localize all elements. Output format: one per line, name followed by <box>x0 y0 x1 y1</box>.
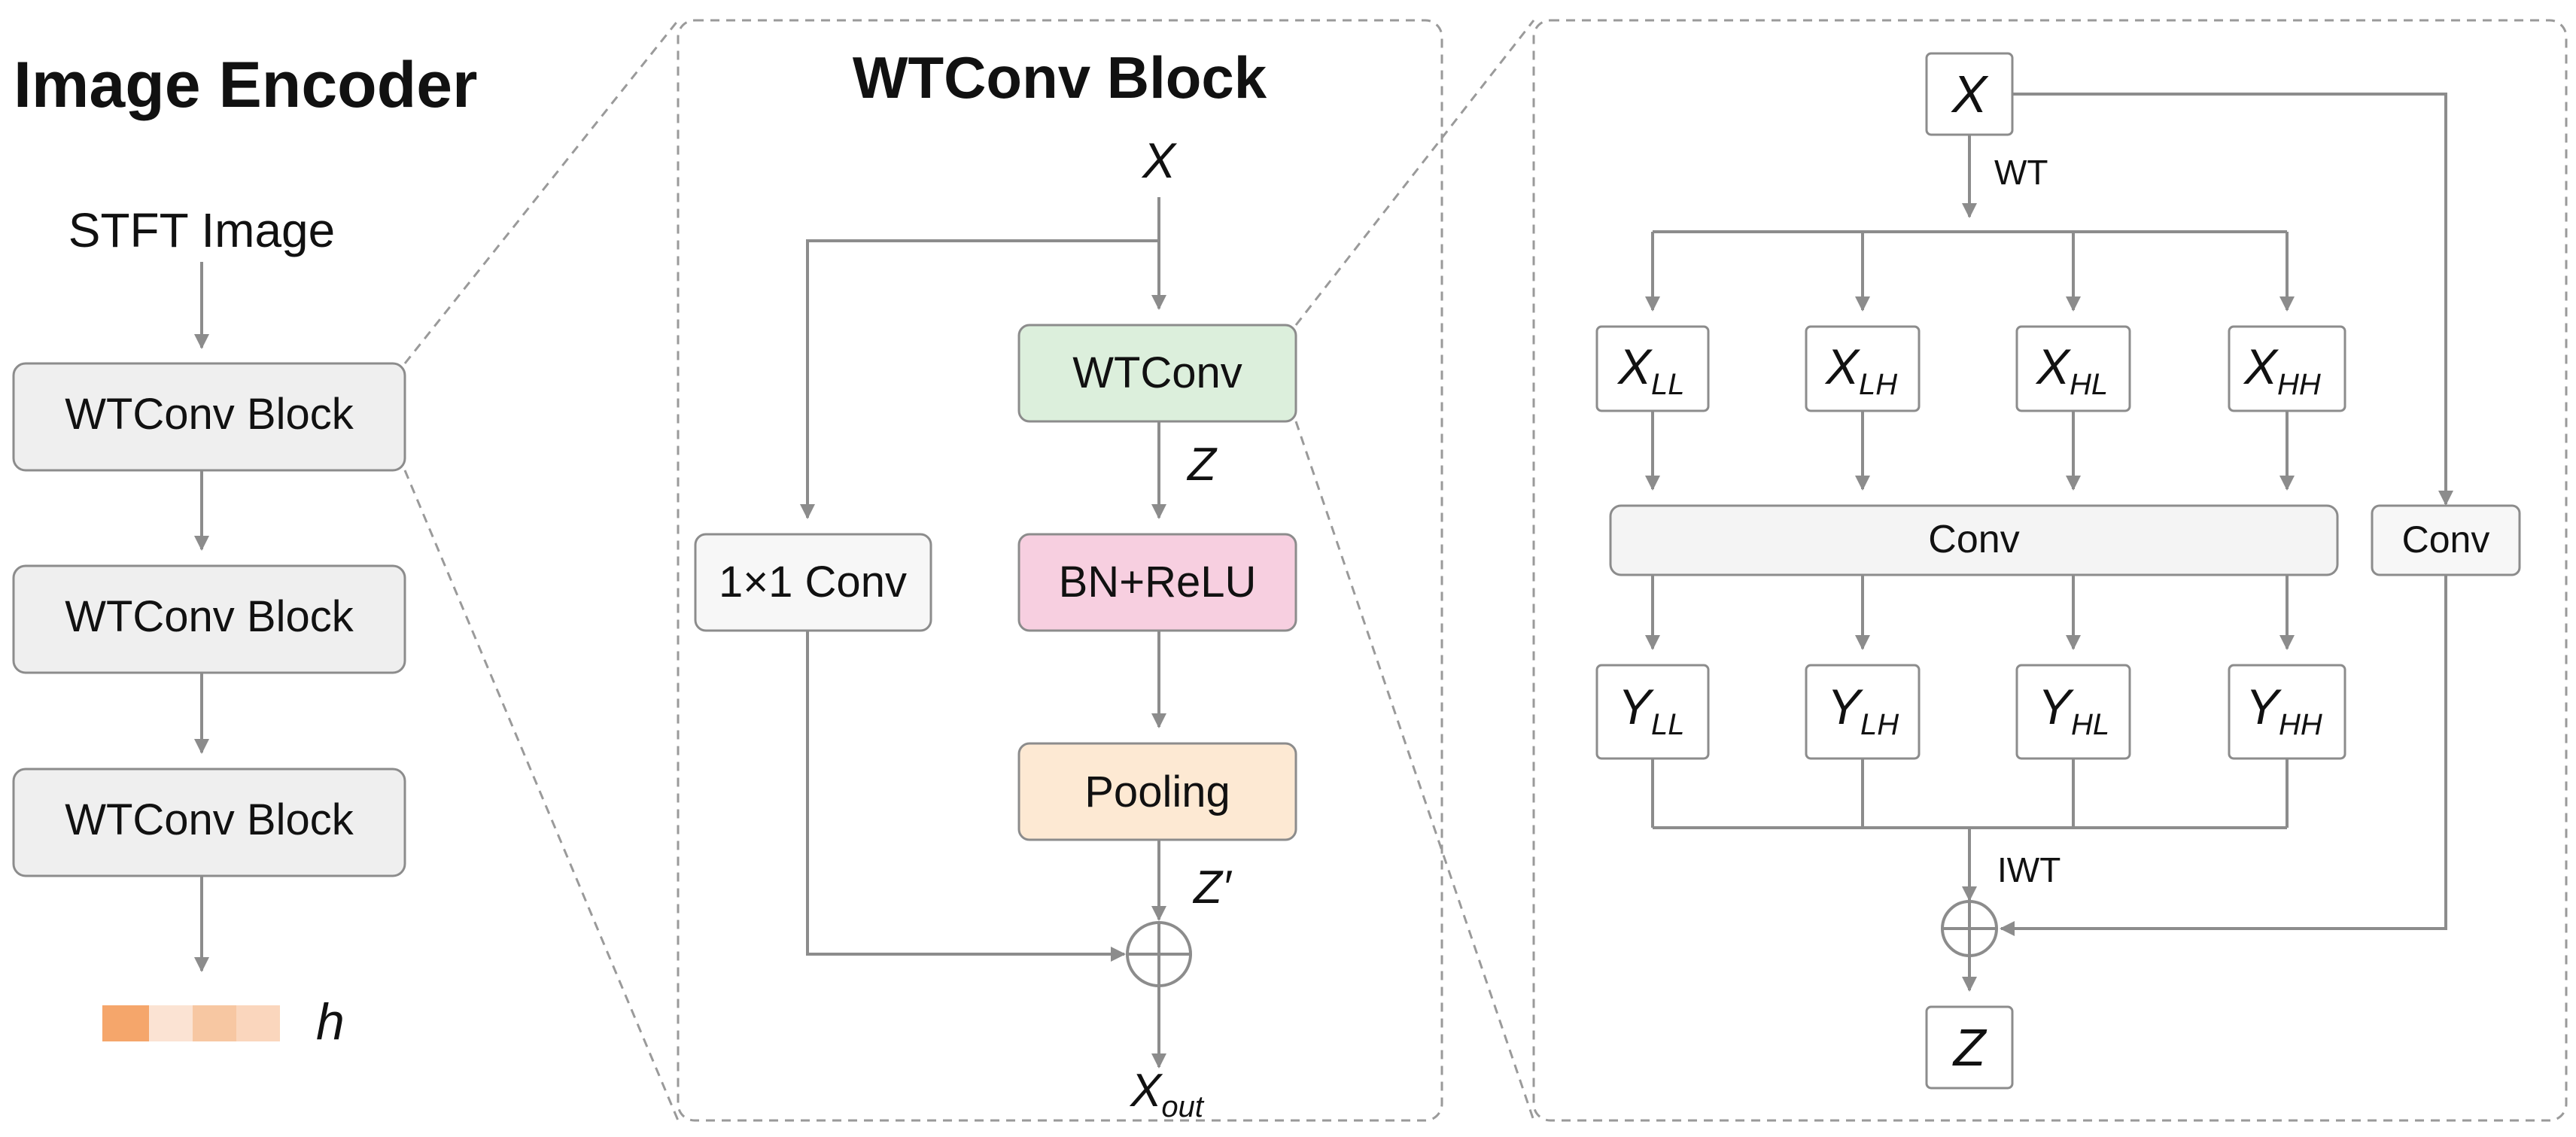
wt-add-node <box>1941 900 1998 957</box>
subband-xhl-base: X <box>2035 339 2072 394</box>
z-label: Z <box>1186 439 1218 491</box>
block-detail-panel <box>677 19 1443 1122</box>
subband-yll-base: Y <box>1618 679 1654 734</box>
subband-ylh-sub: LH <box>1860 708 1899 741</box>
block-output-sub: out <box>1161 1090 1204 1123</box>
subband-xhl-label: XHL <box>2035 339 2108 401</box>
skip-conv-label: 1×1 Conv <box>719 558 907 607</box>
subband-xll-sub: LL <box>1651 368 1685 401</box>
encoder-title: Image Encoder <box>14 49 478 121</box>
block-input-label: X <box>1141 132 1178 188</box>
zoom-guide-line <box>403 470 680 1121</box>
zoom-guide-line <box>1294 20 1535 326</box>
subband-ylh-label: YLH <box>1827 679 1899 741</box>
subband-xlh-sub: LH <box>1859 368 1897 401</box>
wt-output-box <box>1925 1005 2014 1090</box>
subband-yhh-sub: HH <box>2279 708 2322 741</box>
zoom-guide-line <box>1294 421 1535 1121</box>
wtconv-label: WTConv <box>1072 348 1242 397</box>
subband-yhl-label: YHL <box>2038 679 2109 741</box>
z-prime-label: Z′ <box>1192 862 1233 914</box>
shared-conv-box <box>1609 504 2339 576</box>
zoom-guide-line <box>403 20 680 364</box>
subband-xhh-label: XHH <box>2243 339 2321 401</box>
encoder-block-2 <box>12 564 406 674</box>
encoder-input-label: STFT Image <box>68 203 335 257</box>
subband-yhl-base: Y <box>2038 679 2074 734</box>
subband-xll-label: XLL <box>1616 339 1685 401</box>
subband-xhh-sub: HH <box>2277 368 2321 401</box>
subband-xlh-label: XLH <box>1824 339 1897 401</box>
encoder-block-1 <box>12 362 406 472</box>
embedding-cell-1 <box>102 1005 149 1041</box>
block-detail-title: WTConv Block <box>853 44 1267 111</box>
embedding-cell-4 <box>236 1005 280 1041</box>
subband-xhh-base: X <box>2243 339 2279 394</box>
block-add-node <box>1126 921 1192 987</box>
subband-yll-label: YLL <box>1618 679 1685 741</box>
encoder-block-3-label: WTConv Block <box>65 795 354 844</box>
iwt-label: IWT <box>1997 850 2060 889</box>
subband-yll-sub: LL <box>1651 708 1685 741</box>
subband-xhl-sub: HL <box>2070 368 2108 401</box>
embedding-cell-2 <box>149 1005 193 1041</box>
encoder-block-3 <box>12 768 406 877</box>
subband-yhh-base: Y <box>2246 679 2282 734</box>
bn-relu-label: BN+ReLU <box>1059 558 1257 607</box>
subband-yhl-sub: HL <box>2071 708 2109 741</box>
subband-yhh-label: YHH <box>2246 679 2322 741</box>
embedding-label: h <box>316 993 345 1050</box>
embedding-cell-3 <box>193 1005 236 1041</box>
subband-xlh-base: X <box>1824 339 1861 394</box>
wt-label: WT <box>1994 153 2048 192</box>
pooling-label: Pooling <box>1084 768 1230 816</box>
wt-input-label: X <box>1951 65 1989 123</box>
subband-xll-base: X <box>1616 339 1653 394</box>
skip-conv-box <box>694 533 932 632</box>
wt-output-label: Z <box>1952 1018 1988 1077</box>
encoder-block-2-label: WTConv Block <box>65 592 354 641</box>
side-conv-label: Conv <box>2402 518 2490 561</box>
shared-conv-label: Conv <box>1928 518 2019 561</box>
encoder-block-1-label: WTConv Block <box>65 390 354 439</box>
subband-ylh-base: Y <box>1827 679 1863 734</box>
block-output-label: Xout <box>1129 1065 1205 1123</box>
block-output-base: X <box>1129 1065 1163 1117</box>
